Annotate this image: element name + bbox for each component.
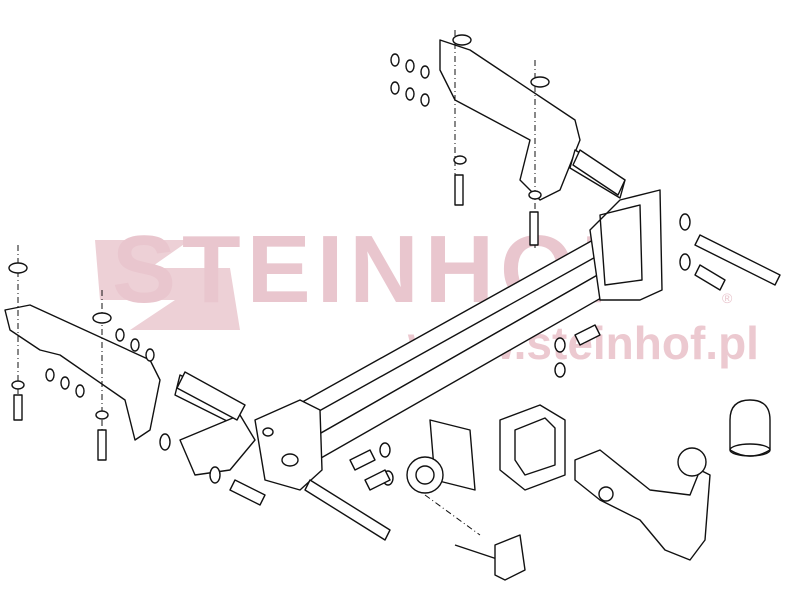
spacer-tubes — [176, 149, 626, 421]
socket-bracket — [406, 419, 476, 494]
ball-cap — [729, 399, 771, 457]
wiring-plug — [424, 494, 526, 581]
ball-holder — [499, 404, 566, 491]
bolts — [13, 174, 781, 541]
left-side-arm — [4, 245, 256, 476]
watermark-registered: ® — [722, 290, 733, 306]
right-end-plate — [589, 189, 663, 301]
tow-ball-neck — [574, 447, 711, 561]
left-end-plate — [254, 399, 323, 491]
